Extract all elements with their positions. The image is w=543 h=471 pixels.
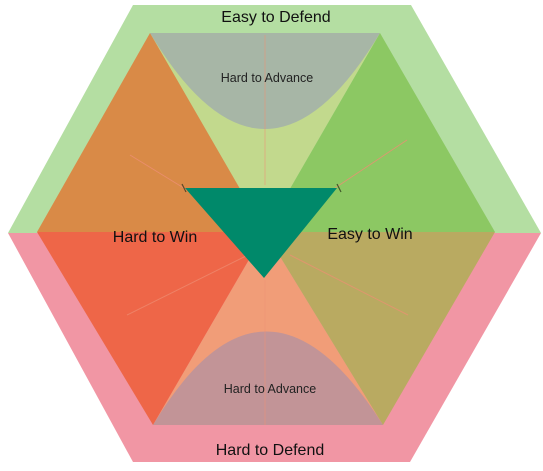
tick-left (181, 183, 187, 193)
lower-left-triangle (37, 232, 265, 425)
label-left: Hard to Win (113, 229, 197, 246)
lower-right-triangle (265, 232, 495, 425)
upper-left-triangle (37, 33, 265, 232)
divider-lower-left (126, 252, 253, 316)
upper-right-triangle (265, 33, 495, 232)
divider-lower-right (289, 254, 409, 316)
label-bottom: Hard to Defend (216, 442, 325, 459)
label-right: Easy to Win (327, 226, 412, 243)
lower-arc (153, 331, 383, 425)
label-top: Easy to Defend (221, 9, 330, 26)
label-lower-center: Hard to Advance (224, 382, 316, 396)
center-triangle (185, 188, 337, 278)
divider-upper-left (129, 154, 188, 191)
tick-right (336, 183, 342, 193)
label-upper-center: Hard to Advance (221, 71, 313, 85)
divider-lines (126, 35, 409, 425)
divider-upper-right (334, 139, 408, 189)
